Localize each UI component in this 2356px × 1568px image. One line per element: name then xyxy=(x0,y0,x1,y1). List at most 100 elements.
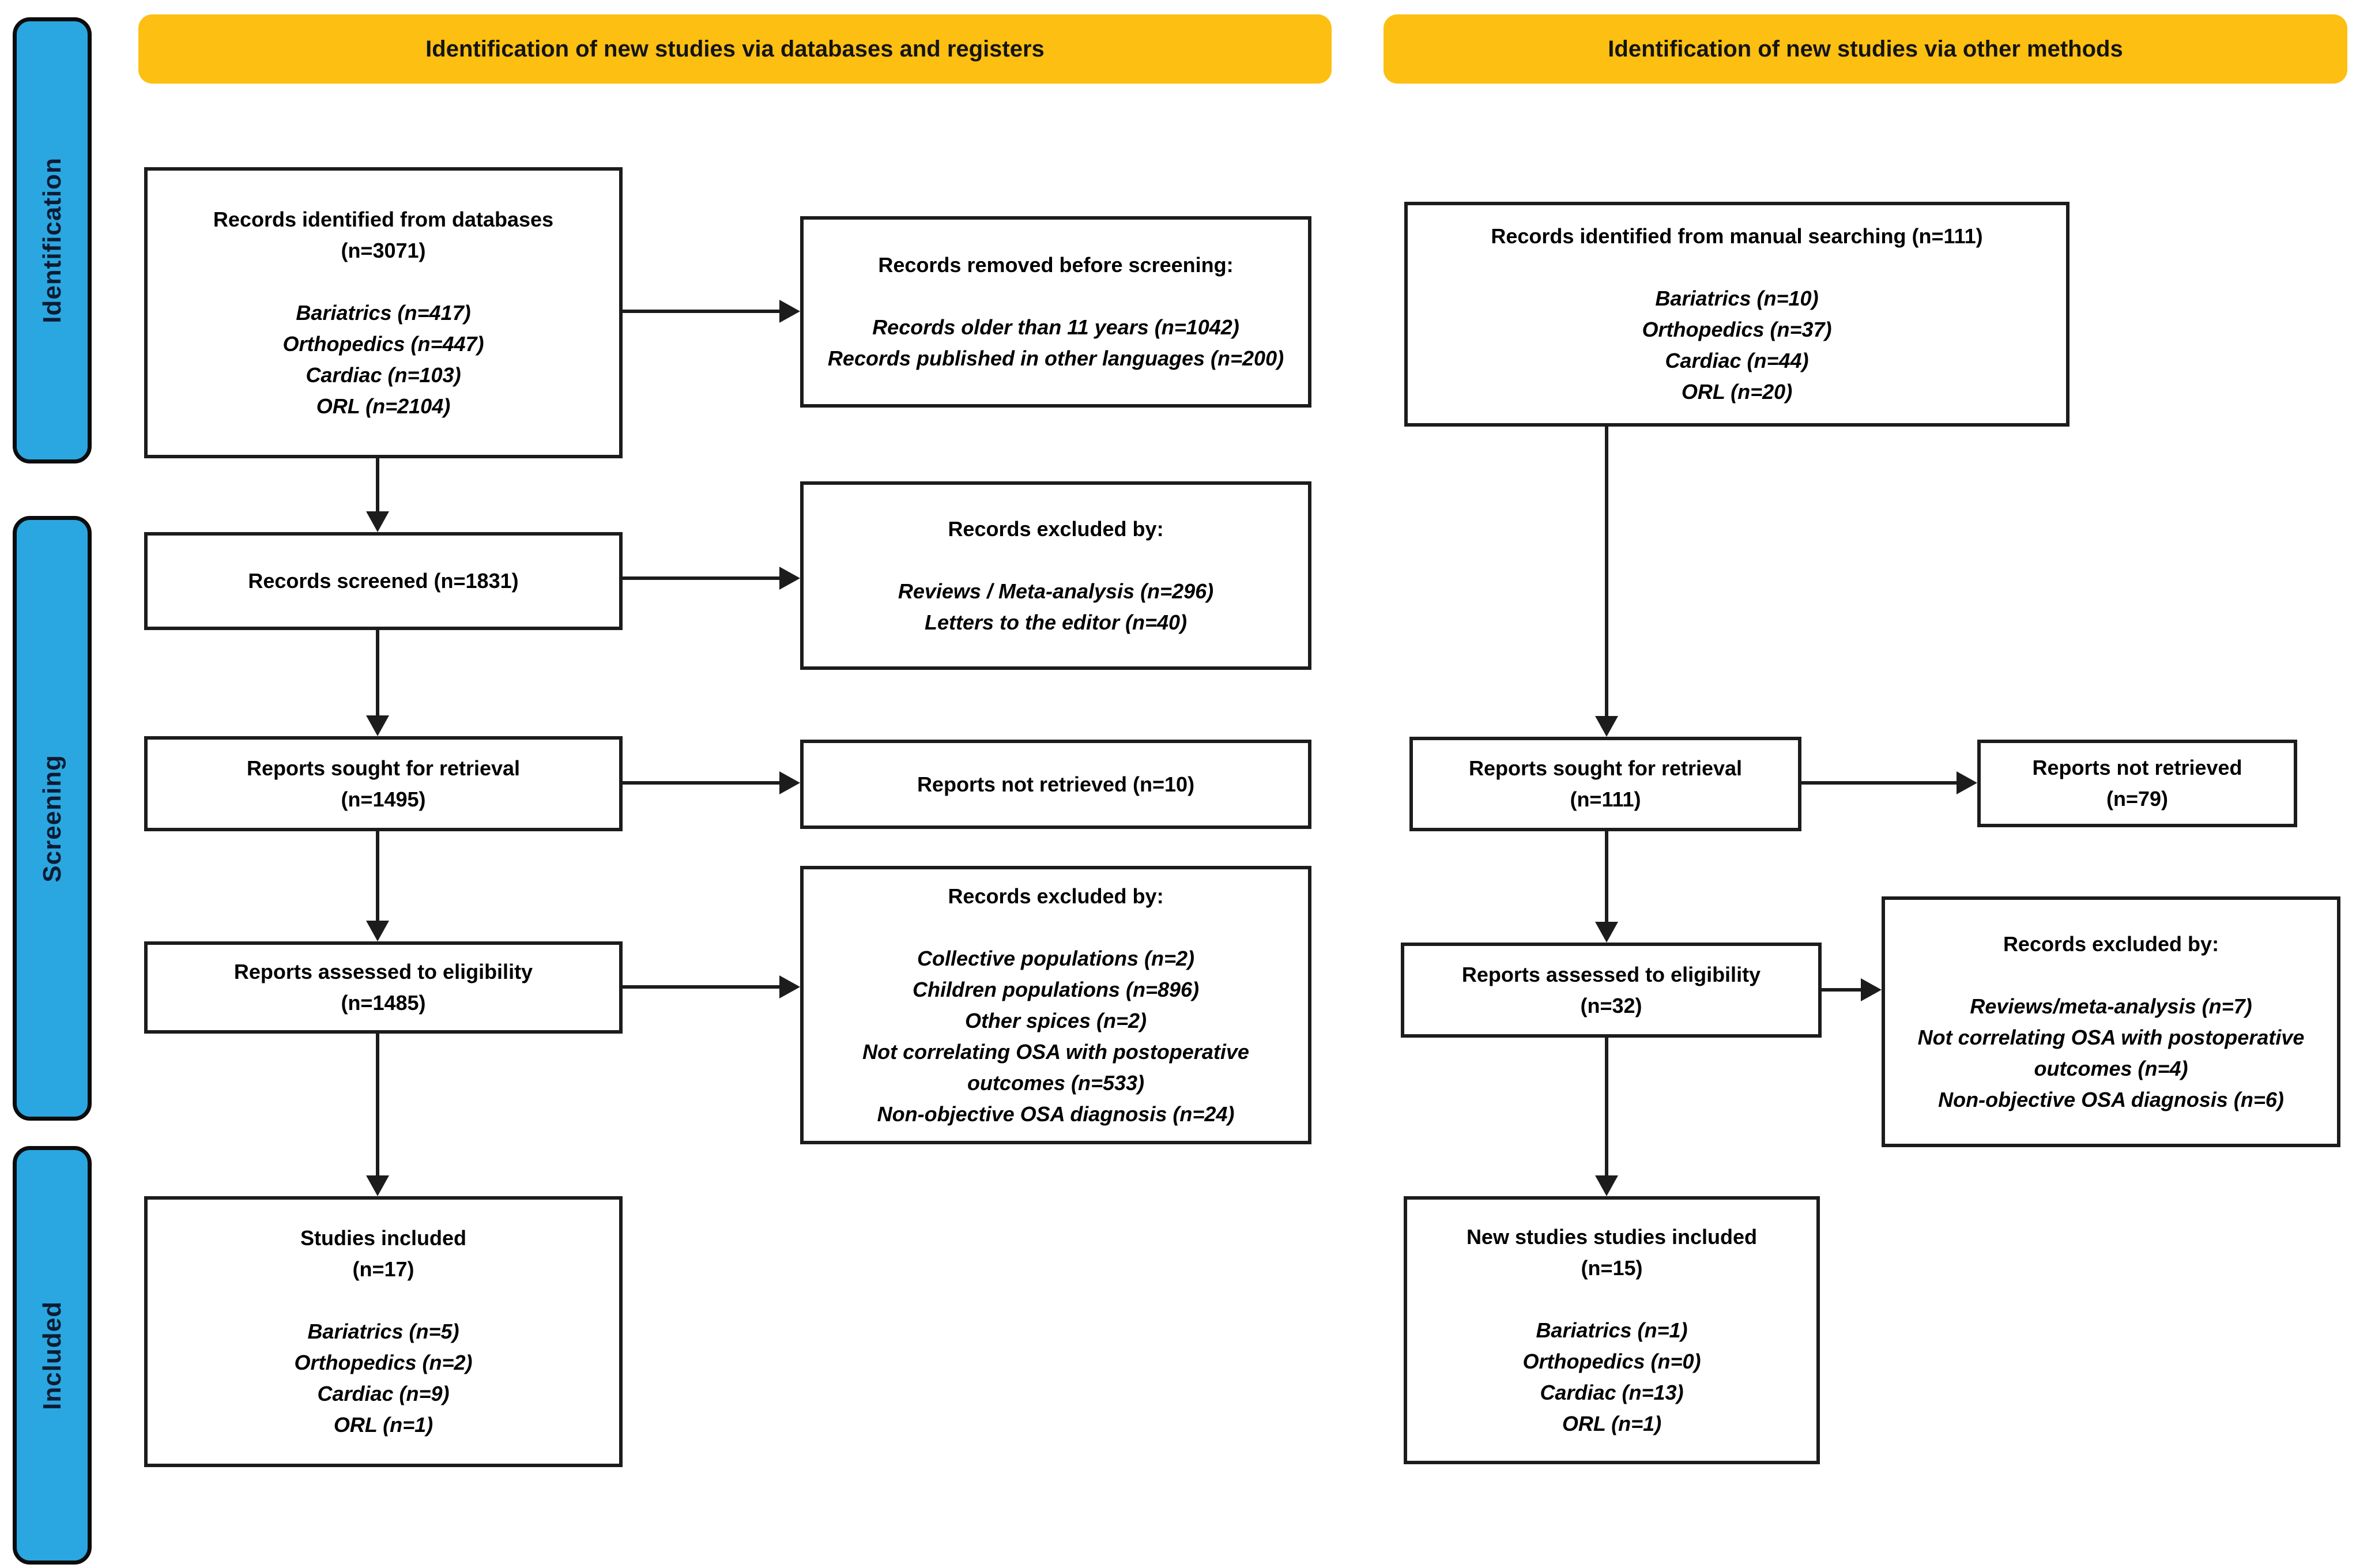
list-item: Other spices (n=2) xyxy=(964,1008,1147,1032)
arrow-right-screened-to-excluded xyxy=(779,567,800,590)
connector-line-sought-to-notretrieved xyxy=(623,781,781,785)
box-title: Reports assessed to eligibility xyxy=(233,960,533,983)
list-item: Collective populations (n=2) xyxy=(917,946,1195,970)
list-item: Bariatrics (n=10) xyxy=(1655,287,1819,310)
list-item: Children populations (n=896) xyxy=(912,977,1200,1001)
box-title: Reports assessed to eligibility xyxy=(1461,962,1761,986)
list-item: Reviews/meta-analysis (n=7) xyxy=(1970,994,2252,1018)
list-item: Non-objective OSA diagnosis (n=6) xyxy=(1938,1087,2284,1111)
connector-line-sought-to-notretrieved-right xyxy=(1801,781,1958,785)
box-title: Records identified from manual searching… xyxy=(1491,224,1983,248)
connector-line-sought-to-assessed xyxy=(376,831,379,922)
box-title: Records identified from databases xyxy=(213,207,554,231)
box-title: Records excluded by: xyxy=(948,884,1164,908)
list-item: Records published in other languages (n=… xyxy=(827,346,1284,370)
connector-line-screened-to-excluded xyxy=(623,576,781,580)
stage-screening: Screening xyxy=(13,516,92,1121)
connector-line-identified-to-removed xyxy=(623,310,781,313)
box-records-removed-before-screening: Records removed before screening: Record… xyxy=(800,216,1311,408)
list-item: Not correlating OSA with postoperative o… xyxy=(862,1039,1249,1095)
box-title: Reports not retrieved xyxy=(2032,756,2242,779)
box-records-excluded-eligibility-right: Records excluded by: Reviews/meta-analys… xyxy=(1882,896,2340,1147)
arrow-down-assessed-to-included xyxy=(366,1175,389,1196)
box-count: (n=79) xyxy=(2106,787,2169,811)
banner-other-methods-label: Identification of new studies via other … xyxy=(1608,36,2123,62)
box-title: Reports sought for retrieval xyxy=(246,756,521,780)
connector-line-assessed-to-excluded-right xyxy=(1822,988,1862,992)
box-records-identified-manual: Records identified from manual searching… xyxy=(1404,202,2069,427)
list-item: Reviews / Meta-analysis (n=296) xyxy=(898,579,1214,603)
list-item: Cardiac (n=103) xyxy=(306,363,461,387)
box-count: (n=17) xyxy=(352,1257,414,1281)
arrow-down-screened-to-sought xyxy=(366,715,389,736)
list-item: Orthopedics (n=0) xyxy=(1522,1349,1701,1373)
list-item: ORL (n=1) xyxy=(1562,1411,1662,1435)
box-title: Records excluded by: xyxy=(2003,932,2219,956)
arrow-down-assessed-to-included-right xyxy=(1595,1175,1618,1196)
box-reports-not-retrieved-left: Reports not retrieved (n=10) xyxy=(800,740,1311,829)
box-title: Studies included xyxy=(300,1226,467,1250)
list-item: Orthopedics (n=37) xyxy=(1642,318,1832,341)
connector-line-manual-to-sought xyxy=(1605,427,1608,717)
box-title: Records removed before screening: xyxy=(878,253,1234,277)
arrow-down-sought-to-assessed-right xyxy=(1595,922,1618,943)
box-title: Reports sought for retrieval xyxy=(1468,756,1743,780)
list-item: Cardiac (n=9) xyxy=(317,1382,450,1405)
arrow-right-assessed-to-excluded xyxy=(779,975,800,998)
box-records-identified-databases: Records identified from databases (n=307… xyxy=(144,167,623,458)
list-item: Letters to the editor (n=40) xyxy=(924,610,1188,634)
arrow-down-manual-to-sought xyxy=(1595,716,1618,737)
box-title: New studies studies included xyxy=(1466,1224,1758,1249)
box-records-excluded-screening: Records excluded by: Reviews / Meta-anal… xyxy=(800,481,1311,670)
stage-screening-label: Screening xyxy=(37,754,66,883)
box-count: (n=1485) xyxy=(341,991,426,1015)
stage-included: Included xyxy=(13,1146,92,1565)
list-item: ORL (n=1) xyxy=(333,1413,433,1437)
list-item: Non-objective OSA diagnosis (n=24) xyxy=(877,1102,1235,1126)
stage-identification-label: Identification xyxy=(37,157,66,323)
box-studies-included: Studies included (n=17) Bariatrics (n=5)… xyxy=(144,1196,623,1467)
list-item: ORL (n=20) xyxy=(1681,380,1793,404)
box-title: Records screened (n=1831) xyxy=(248,569,519,593)
box-count: (n=111) xyxy=(1570,787,1641,811)
arrow-right-sought-to-notretrieved-right xyxy=(1957,771,1977,794)
banner-databases-registers: Identification of new studies via databa… xyxy=(138,14,1332,84)
list-item: Cardiac (n=13) xyxy=(1540,1380,1684,1404)
list-item: Orthopedics (n=447) xyxy=(282,331,484,356)
box-reports-assessed-right: Reports assessed to eligibility (n=32) xyxy=(1401,943,1822,1038)
box-count: (n=32) xyxy=(1580,993,1642,1017)
banner-databases-registers-label: Identification of new studies via databa… xyxy=(425,36,1045,62)
box-title: Reports not retrieved (n=10) xyxy=(917,772,1195,796)
list-item: ORL (n=2104) xyxy=(316,394,451,418)
box-title: Records excluded by: xyxy=(948,517,1164,541)
arrow-right-identified-to-removed xyxy=(779,300,800,323)
list-item: Bariatrics (n=1) xyxy=(1536,1318,1688,1342)
stage-included-label: Included xyxy=(37,1301,66,1410)
list-item: Orthopedics (n=2) xyxy=(294,1351,473,1374)
list-item: Cardiac (n=44) xyxy=(1665,349,1809,372)
box-new-studies-included: New studies studies included (n=15) Bari… xyxy=(1404,1196,1820,1464)
banner-other-methods: Identification of new studies via other … xyxy=(1384,14,2347,84)
arrow-right-sought-to-notretrieved xyxy=(779,771,800,794)
arrow-right-assessed-to-excluded-right xyxy=(1861,978,1882,1001)
connector-line-assessed-to-included xyxy=(376,1034,379,1177)
arrow-down-identified-to-screened xyxy=(366,511,389,532)
box-reports-sought-left: Reports sought for retrieval (n=1495) xyxy=(144,736,623,831)
box-reports-sought-right: Reports sought for retrieval (n=111) xyxy=(1409,737,1801,831)
stage-identification: Identification xyxy=(13,17,92,463)
box-count: (n=3071) xyxy=(341,238,426,262)
list-item: Bariatrics (n=5) xyxy=(307,1320,459,1343)
box-reports-assessed-left: Reports assessed to eligibility (n=1485) xyxy=(144,941,623,1034)
box-reports-not-retrieved-right: Reports not retrieved (n=79) xyxy=(1977,740,2297,827)
list-item: Not correlating OSA with postoperative o… xyxy=(1917,1025,2305,1080)
connector-line-assessed-to-excluded xyxy=(623,985,781,989)
box-records-screened: Records screened (n=1831) xyxy=(144,532,623,630)
connector-line-assessed-to-included-right xyxy=(1605,1038,1608,1177)
connector-line-screened-to-sought xyxy=(376,630,379,717)
box-count: (n=1495) xyxy=(341,787,426,811)
arrow-down-sought-to-assessed xyxy=(366,921,389,941)
box-records-excluded-eligibility-left: Records excluded by: Collective populati… xyxy=(800,866,1311,1144)
list-item: Bariatrics (n=417) xyxy=(296,300,471,325)
connector-line-identified-to-screened xyxy=(376,458,379,512)
